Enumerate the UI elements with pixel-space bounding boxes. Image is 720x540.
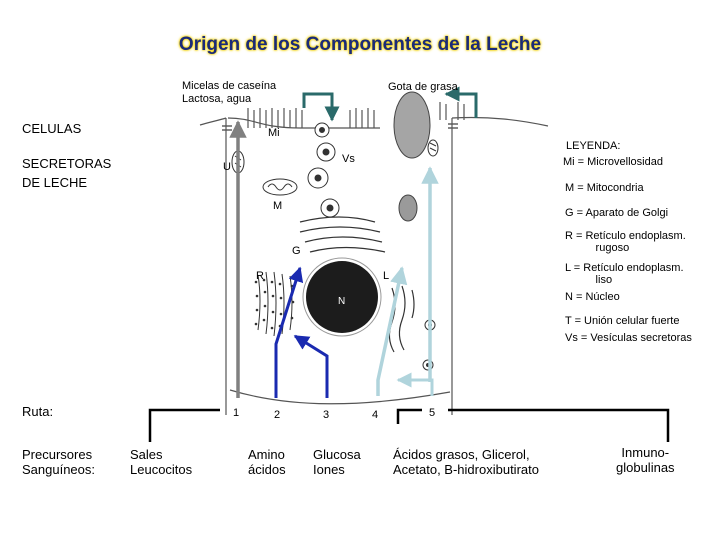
- legend-heading: LEYENDA:: [566, 140, 621, 152]
- legend-item-t: T = Unión celular fuerte: [565, 315, 680, 327]
- route-3-arrow: [293, 334, 329, 398]
- precursor-amino-acids: Amino ácidos: [248, 447, 286, 477]
- legend-item-n: N = Núcleo: [565, 291, 620, 303]
- cell-walls: [199, 116, 549, 415]
- legend-item-m: M = Mitocondria: [565, 182, 644, 194]
- route-number-2: 2: [274, 409, 281, 421]
- page-title: Origen de los Componentes de la Leche: [178, 34, 542, 55]
- route-2-arrow: [274, 266, 304, 398]
- label-vs: Vs: [342, 153, 355, 165]
- smooth-endoplasmic-reticulum: [388, 285, 415, 353]
- fat-droplet-small: [398, 194, 418, 222]
- fat-exit-arrow: [444, 86, 478, 118]
- mitochondrion-upper: [262, 178, 298, 196]
- precursor-salts: Sales Leucocitos: [130, 447, 193, 477]
- route-number-3: 3: [323, 409, 330, 421]
- route-4-arrow: [376, 266, 408, 396]
- nucleus: [306, 261, 378, 333]
- microvilli: [247, 102, 465, 128]
- route-number-5: 5: [429, 407, 436, 419]
- label-cells: CELULAS: [22, 121, 82, 136]
- route-label: Ruta:: [22, 404, 54, 419]
- label-u: U: [223, 161, 231, 173]
- precursors-label: Precursores Sanguíneos:: [22, 447, 96, 477]
- route-5-arrow: [396, 372, 434, 396]
- legend-item-r: R = Retículo endoplasm. rugoso: [565, 230, 686, 254]
- golgi-apparatus: [299, 216, 386, 253]
- mitochondrion-right: [427, 139, 439, 157]
- label-g: G: [292, 245, 301, 257]
- label-l: L: [383, 270, 390, 282]
- micelle-exit-arrow: [302, 92, 340, 122]
- fat-droplet: [393, 91, 431, 159]
- label-casein-micelles: Micelas de caseína Lactosa, agua: [182, 80, 277, 105]
- precursor-glucose: Glucosa Iones: [313, 447, 361, 477]
- legend-item-g: G = Aparato de Golgi: [565, 207, 669, 219]
- label-n: N: [338, 296, 346, 307]
- legend-item-vs: Vs = Vesículas secretoras: [565, 332, 692, 344]
- nucleus-halo: [302, 257, 382, 337]
- route-brackets: [148, 408, 670, 442]
- label-mi: Mi: [268, 127, 280, 139]
- precursor-fatty-acids: Ácidos grasos, Glicerol, Acetato, B-hidr…: [393, 447, 539, 477]
- route-number-1: 1: [233, 407, 240, 419]
- label-m: M: [273, 200, 283, 212]
- label-secretory: SECRETORAS DE LECHE: [22, 156, 112, 190]
- route-number-4: 4: [372, 409, 379, 421]
- precursor-immunoglobulins: Inmuno- globulinas: [616, 445, 675, 475]
- legend-item-mi: Mi = Microvellosidad: [563, 156, 663, 168]
- legend-item-l: L = Retículo endoplasm. liso: [565, 262, 684, 286]
- ribosomes: [254, 278, 295, 330]
- label-r: R: [256, 270, 264, 282]
- label-fat-droplet: Gota de grasa: [388, 81, 458, 93]
